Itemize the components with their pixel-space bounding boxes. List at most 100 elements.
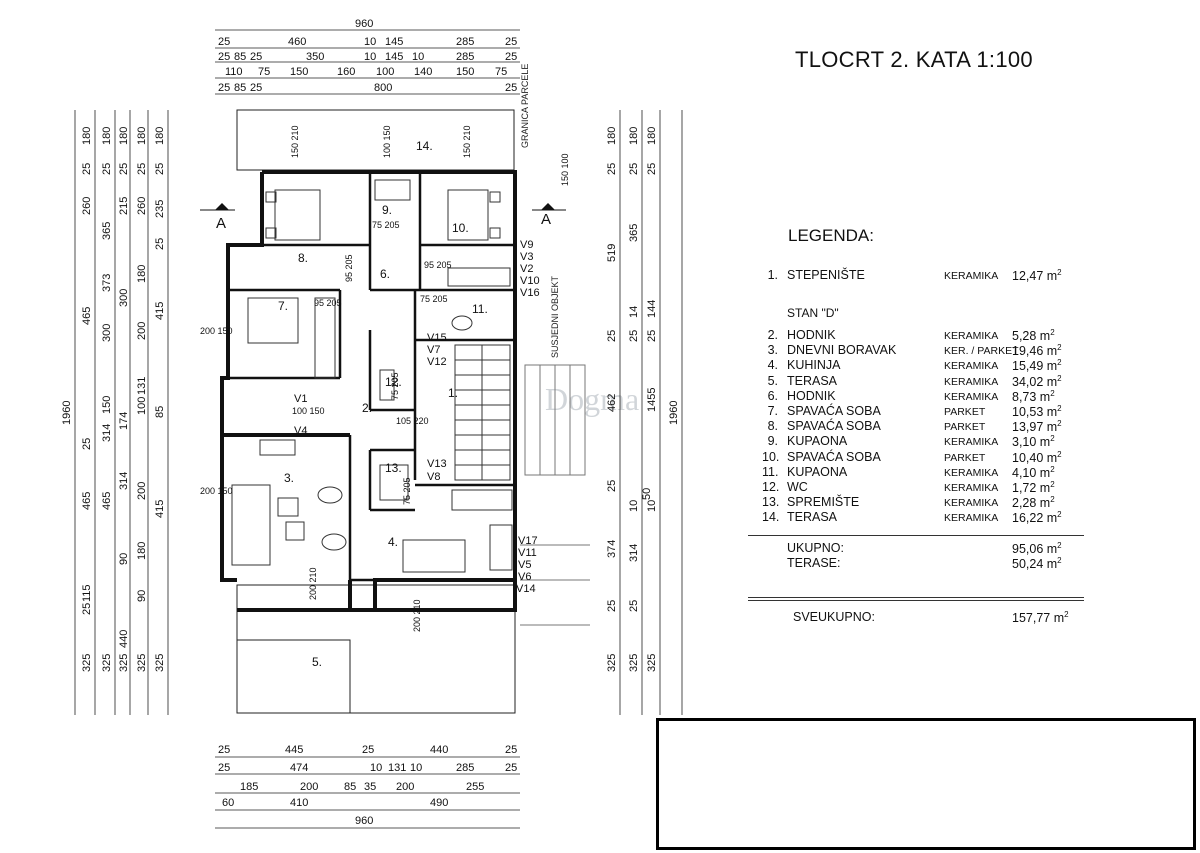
- svg-text:314: 314: [118, 472, 130, 490]
- svg-text:180: 180: [81, 127, 93, 145]
- plot-boundary-label: GRANICA PARCELE: [520, 64, 530, 148]
- svg-text:V12: V12: [427, 356, 447, 368]
- svg-text:25: 25: [218, 744, 230, 756]
- svg-text:V16: V16: [520, 287, 540, 299]
- room-label: 2.: [362, 401, 372, 415]
- svg-text:25: 25: [101, 163, 113, 175]
- svg-text:150: 150: [456, 66, 474, 78]
- room-label: 1.: [448, 386, 458, 400]
- svg-text:365: 365: [101, 222, 113, 240]
- svg-text:180: 180: [606, 127, 618, 145]
- svg-text:25: 25: [505, 762, 517, 774]
- svg-text:100: 100: [376, 66, 394, 78]
- svg-text:50: 50: [641, 488, 653, 500]
- svg-text:25: 25: [250, 82, 262, 94]
- svg-text:325: 325: [154, 654, 166, 672]
- svg-text:25: 25: [81, 438, 93, 450]
- terraces-value: 50,24 m2: [1012, 556, 1062, 572]
- svg-text:85: 85: [344, 781, 356, 793]
- svg-text:150 210: 150 210: [462, 125, 472, 158]
- svg-text:14: 14: [628, 306, 640, 318]
- svg-text:180: 180: [646, 127, 658, 145]
- svg-text:300: 300: [118, 289, 130, 307]
- svg-text:474: 474: [290, 762, 308, 774]
- svg-text:V14: V14: [516, 583, 536, 595]
- svg-text:10: 10: [370, 762, 382, 774]
- dimension-lines: [74, 29, 683, 829]
- svg-text:145: 145: [385, 36, 403, 48]
- svg-text:25: 25: [218, 51, 230, 63]
- svg-text:A: A: [541, 211, 551, 228]
- svg-text:180: 180: [101, 127, 113, 145]
- top-dimensions: 960 25 460 10 145 285 25 25 85 25 350 10…: [218, 18, 517, 94]
- svg-text:174: 174: [118, 412, 130, 430]
- svg-text:V1: V1: [294, 393, 307, 405]
- svg-text:85: 85: [234, 51, 246, 63]
- bottom-dimensions: 25 445 25 440 25 25 474 10 131 10 285 25…: [218, 744, 517, 827]
- svg-text:V5: V5: [518, 559, 531, 571]
- svg-text:1960: 1960: [61, 401, 73, 425]
- svg-text:100 150: 100 150: [382, 125, 392, 158]
- svg-text:131: 131: [388, 762, 406, 774]
- staircase: [454, 344, 511, 481]
- svg-text:285: 285: [456, 51, 474, 63]
- svg-text:25: 25: [218, 82, 230, 94]
- blank-frame: [656, 718, 1196, 850]
- svg-text:350: 350: [306, 51, 324, 63]
- divider: [748, 600, 1084, 601]
- svg-text:960: 960: [355, 18, 373, 30]
- room-label: 11.: [472, 302, 488, 316]
- svg-text:105 220: 105 220: [396, 416, 429, 426]
- svg-text:V17: V17: [518, 535, 538, 547]
- svg-text:25: 25: [606, 600, 618, 612]
- svg-text:V4: V4: [294, 425, 307, 437]
- svg-text:200 150: 200 150: [200, 486, 233, 496]
- svg-text:150: 150: [101, 396, 113, 414]
- svg-text:150: 150: [290, 66, 308, 78]
- furniture: [231, 179, 513, 573]
- interior-walls: [228, 172, 515, 582]
- svg-text:V7: V7: [427, 344, 440, 356]
- svg-text:75 205: 75 205: [372, 220, 400, 230]
- room-label: 14.: [416, 139, 433, 153]
- svg-text:25: 25: [118, 163, 130, 175]
- svg-text:10: 10: [412, 51, 424, 63]
- svg-text:V8: V8: [427, 471, 440, 483]
- svg-text:365: 365: [628, 224, 640, 242]
- right-dimensions: 180 25 519 25 462 25 374 25 325 180 25 3…: [606, 127, 680, 672]
- opening-tags: 150 210 100 150 150 210 150 100 75 205 9…: [200, 125, 570, 632]
- room-label: 6.: [380, 267, 390, 281]
- svg-text:180: 180: [118, 127, 130, 145]
- svg-text:180: 180: [154, 127, 166, 145]
- svg-text:25: 25: [154, 238, 166, 250]
- svg-text:25: 25: [505, 744, 517, 756]
- svg-text:10: 10: [646, 500, 658, 512]
- svg-text:25: 25: [218, 36, 230, 48]
- room-label: 4.: [388, 535, 398, 549]
- room-label: 10.: [452, 221, 469, 235]
- room-label: 9.: [382, 203, 392, 217]
- svg-text:145: 145: [385, 51, 403, 63]
- section-mark-right: A: [532, 203, 566, 228]
- svg-text:25: 25: [505, 51, 517, 63]
- svg-text:800: 800: [374, 82, 392, 94]
- svg-text:140: 140: [414, 66, 432, 78]
- svg-text:200 210: 200 210: [412, 599, 422, 632]
- svg-text:10: 10: [628, 500, 640, 512]
- svg-text:325: 325: [118, 654, 130, 672]
- neighbour-building-label: SUSJEDNI OBJEKT: [550, 275, 560, 358]
- grand-total-label: SVEUKUPNO:: [793, 610, 875, 624]
- svg-text:V9: V9: [520, 239, 533, 251]
- room-labels: 1. 2. 3. 4. 5. 6. 7. 8. 9. 10. 11. 12. 1…: [278, 139, 488, 669]
- total-value: 95,06 m2: [1012, 541, 1062, 557]
- svg-text:325: 325: [628, 654, 640, 672]
